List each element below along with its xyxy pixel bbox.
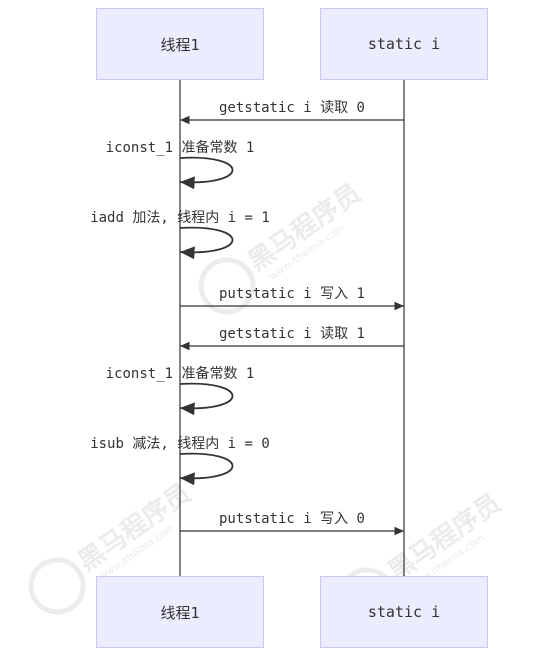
messages-group: getstatic i 读取 0 iconst_1 准备常数 1 iadd 加法, … bbox=[90, 99, 404, 536]
self-message-label: iconst_1 准备常数 1 bbox=[106, 365, 255, 382]
self-message-arrow bbox=[179, 382, 234, 416]
message-label: putstatic i 写入 1 bbox=[219, 286, 365, 302]
watermark-logo-icon bbox=[198, 257, 256, 315]
message-label: getstatic i 读取 1 bbox=[219, 325, 365, 342]
message-label: getstatic i 读取 0 bbox=[219, 99, 365, 116]
message-label: putstatic i 写入 0 bbox=[219, 511, 365, 527]
self-message-arrow bbox=[179, 156, 234, 190]
static-participant-label: static i bbox=[367, 35, 441, 53]
thread-participant-top: 线程1 bbox=[96, 8, 264, 80]
self-message-arrow bbox=[179, 452, 234, 486]
self-message-label: isub 减法, 线程内 i = 0 bbox=[90, 436, 270, 452]
static-participant-label: static i bbox=[367, 603, 441, 621]
self-message-label: iconst_1 准备常数 1 bbox=[106, 139, 255, 156]
self-message-arrow bbox=[179, 226, 234, 260]
self-message-label: iadd 加法, 线程内 i = 1 bbox=[90, 210, 270, 226]
thread-participant-label: 线程1 bbox=[160, 35, 200, 54]
static-participant-bottom: static i bbox=[320, 576, 488, 648]
thread-participant-bottom: 线程1 bbox=[96, 576, 264, 648]
static-participant-top: static i bbox=[320, 8, 488, 80]
watermark-logo-icon bbox=[28, 557, 86, 615]
thread-participant-label: 线程1 bbox=[160, 603, 200, 622]
